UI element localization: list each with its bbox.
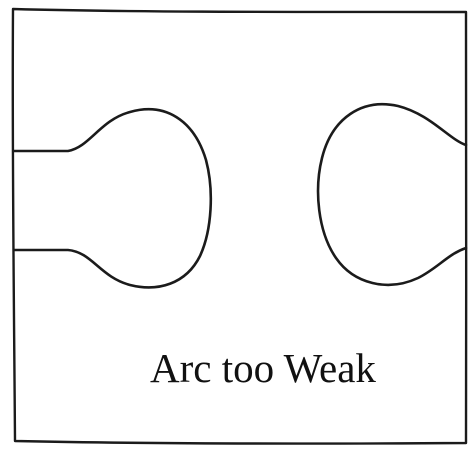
diagram-caption: Arc too Weak	[150, 348, 376, 389]
left-arc-profile	[14, 109, 211, 287]
right-arc-profile	[318, 104, 466, 285]
